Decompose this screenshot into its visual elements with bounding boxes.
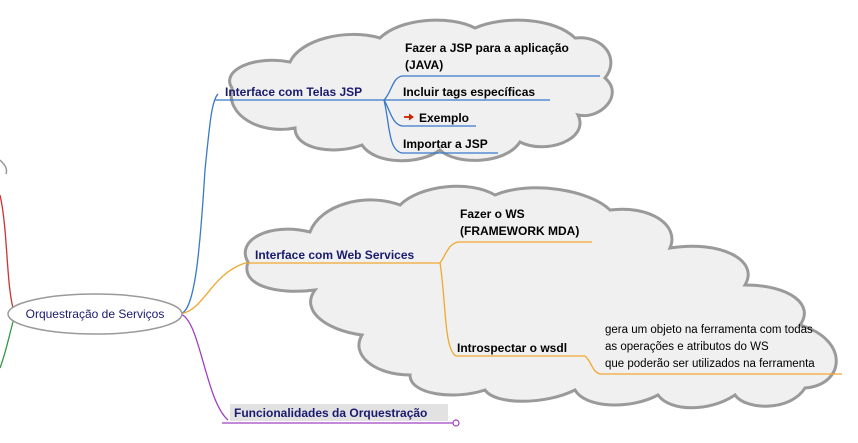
connector-ws <box>179 262 246 315</box>
root-label: Orquestração de Serviços <box>26 307 165 321</box>
jsp-branch-label[interactable]: Interface com Telas JSP <box>225 85 362 99</box>
func-label-highlight <box>230 404 448 421</box>
func-branch-label[interactable]: Funcionalidades da Orquestração <box>234 406 427 420</box>
ws-introspectar-label[interactable]: Introspectar o wsdl <box>457 341 567 355</box>
ws-note-line3: que poderão ser utilizados na ferramenta <box>605 358 815 370</box>
ws-to-fazer <box>439 241 592 264</box>
jsp-importar-label[interactable]: Importar a JSP <box>403 137 488 151</box>
cloud-jsp <box>228 18 614 163</box>
root-node[interactable] <box>7 293 183 335</box>
connector-jsp <box>179 93 219 315</box>
connector-func <box>179 313 229 421</box>
red-branch-line <box>0 194 15 313</box>
jsp-to-importar <box>383 99 498 154</box>
grey-stub-line <box>0 159 8 175</box>
ws-fazer-line1[interactable]: Fazer o WS <box>460 207 525 221</box>
ws-to-introspectar <box>439 262 585 357</box>
jsp-exemplo-label[interactable]: Exemplo <box>419 111 469 125</box>
jsp-fazer-line1[interactable]: Fazer a JSP para a aplicação <box>405 41 569 55</box>
jsp-to-exemplo <box>383 99 476 127</box>
ws-note-line1: gera um objeto na ferramenta com todas <box>605 324 813 336</box>
introspectar-to-note <box>584 355 842 375</box>
ws-note-line2: as operações e atributos do WS <box>605 341 769 353</box>
jsp-fazer-line2: (JAVA) <box>405 58 443 72</box>
ws-fazer-line2: (FRAMEWORK MDA) <box>460 224 579 238</box>
cloud-ws <box>243 184 838 410</box>
green-branch-line <box>0 317 15 369</box>
func-collapse-handle[interactable] <box>452 419 460 427</box>
link-arrow-icon[interactable] <box>404 113 414 121</box>
jsp-incluir-label[interactable]: Incluir tags específicas <box>403 85 535 99</box>
jsp-to-fazer <box>383 75 600 101</box>
ws-branch-label[interactable]: Interface com Web Services <box>255 248 415 262</box>
